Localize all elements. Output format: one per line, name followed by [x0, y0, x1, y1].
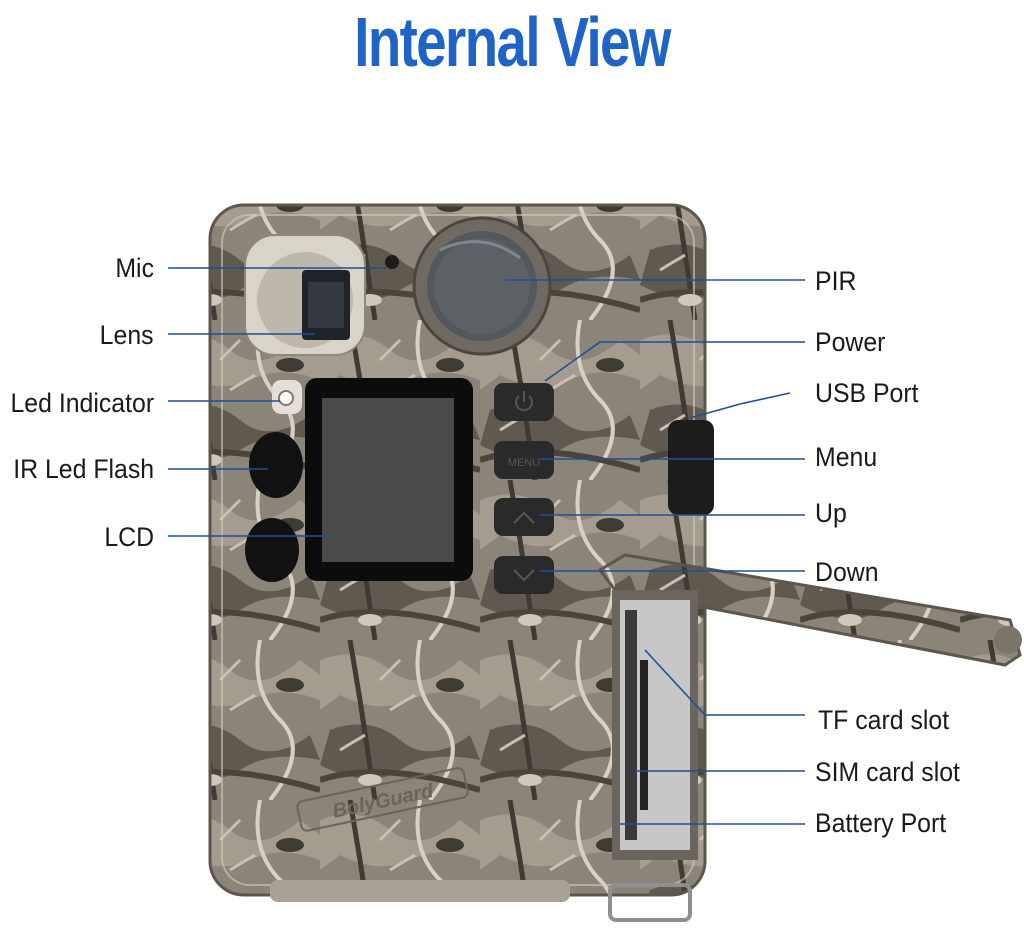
lens-assembly [244, 234, 366, 356]
menu-button[interactable]: MENU [494, 441, 554, 479]
label-up: Up [815, 498, 847, 528]
led-indicator [272, 380, 302, 414]
label-down: Down [815, 557, 879, 587]
usb-port-cover [668, 420, 714, 515]
chevron-up-icon [513, 511, 535, 524]
ir-led-flash-2 [245, 518, 299, 582]
power-button[interactable] [494, 383, 554, 421]
menu-button-text: MENU [508, 457, 540, 469]
label-lens: Lens [100, 320, 154, 350]
label-battery-port: Battery Port [815, 808, 947, 838]
page-title: Internal View [354, 3, 671, 81]
label-sim-card-slot: SIM card slot [815, 757, 960, 787]
ir-led-flash-1 [249, 432, 303, 498]
label-menu: Menu [815, 442, 878, 472]
label-lcd: LCD [104, 522, 154, 552]
label-usb-port: USB Port [815, 378, 919, 408]
label-power: Power [815, 327, 886, 357]
label-led-indicator: Led Indicator [10, 388, 154, 418]
leader-tf-card-slot [644, 649, 805, 716]
leader-power [544, 341, 805, 382]
down-button[interactable] [494, 556, 554, 594]
label-ir-led-flash: IR Led Flash [13, 454, 154, 484]
label-pir: PIR [815, 266, 857, 296]
mic-hole [385, 255, 399, 269]
label-mic: Mic [115, 253, 154, 283]
leader-lines [168, 267, 805, 825]
battery-door [597, 553, 1022, 860]
chevron-down-icon [513, 569, 535, 582]
power-icon [515, 391, 533, 412]
lcd-screen [305, 378, 473, 581]
up-button[interactable] [494, 498, 554, 536]
label-tf-card-slot: TF card slot [818, 705, 950, 735]
leader-usb-port [689, 392, 791, 419]
pir-sensor [412, 216, 552, 356]
